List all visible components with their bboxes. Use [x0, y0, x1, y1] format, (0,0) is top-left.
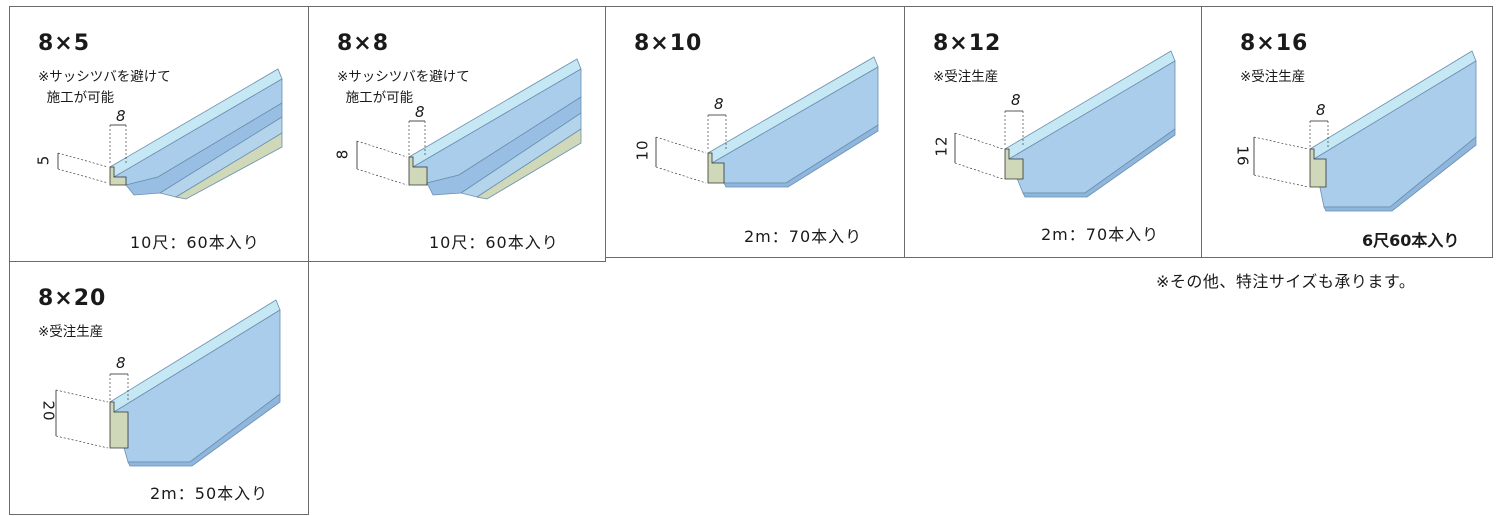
- custom-size-footnote: ※その他、特注サイズも承ります。: [1156, 272, 1416, 291]
- profile-illustration: [954, 50, 1176, 198]
- dim-height-label: 8: [333, 148, 352, 160]
- product-size-title: 8×12: [933, 31, 1002, 56]
- dim-width-label: 8: [116, 354, 127, 372]
- dim-height-label: 5: [34, 154, 53, 166]
- dim-width-label: 8: [714, 95, 725, 113]
- profile-illustration: [57, 68, 283, 200]
- product-note: ※受注生産: [1240, 69, 1306, 85]
- product-card-8x10: 8×10 8 10 2m：70本入り: [605, 6, 905, 258]
- product-note: ※サッシツバを避けて 施工が可能: [38, 69, 171, 106]
- product-card-8x5: 8×5 ※サッシツバを避けて 施工が可能 8 5 10尺：60本入り: [9, 6, 309, 262]
- dim-height-label: 20: [39, 400, 58, 422]
- dim-height-label: 10: [633, 139, 652, 161]
- packaging-label: 2m：50本入り: [150, 484, 269, 503]
- dim-width-label: 8: [116, 107, 127, 125]
- product-note: ※受注生産: [933, 69, 999, 85]
- packaging-label: 2m：70本入り: [1041, 225, 1160, 244]
- product-size-title: 8×20: [38, 286, 107, 311]
- product-card-8x12: 8×12 ※受注生産 8 12 2m：70本入り: [904, 6, 1202, 258]
- dim-height-label: 12: [932, 135, 951, 157]
- product-note: ※サッシツバを避けて 施工が可能: [337, 69, 470, 106]
- dim-width-label: 8: [415, 103, 426, 121]
- product-size-title: 8×5: [38, 31, 91, 56]
- profile-illustration: [356, 58, 582, 200]
- product-card-8x16: 8×16 ※受注生産 8 16 6尺60本入り: [1201, 6, 1493, 258]
- dim-height-label: 16: [1233, 145, 1252, 167]
- profile-illustration: [55, 299, 281, 467]
- packaging-label: 6尺60本入り: [1362, 231, 1460, 250]
- product-card-8x20: 8×20 ※受注生産 8 20 2m：50本入り: [9, 261, 309, 515]
- profile-illustration: [655, 56, 879, 188]
- product-card-8x8: 8×8 ※サッシツバを避けて 施工が可能 8 8 10尺：60本入り: [308, 6, 606, 262]
- product-note: ※受注生産: [38, 324, 104, 340]
- dim-width-label: 8: [1316, 101, 1327, 119]
- packaging-label: 10尺：60本入り: [130, 233, 260, 252]
- dim-width-label: 8: [1011, 91, 1022, 109]
- packaging-label: 10尺：60本入り: [429, 233, 559, 252]
- profile-illustration: [1253, 50, 1477, 212]
- product-size-title: 8×16: [1240, 31, 1309, 56]
- packaging-label: 2m：70本入り: [744, 227, 863, 246]
- product-size-title: 8×8: [337, 31, 390, 56]
- product-size-title: 8×10: [634, 31, 703, 56]
